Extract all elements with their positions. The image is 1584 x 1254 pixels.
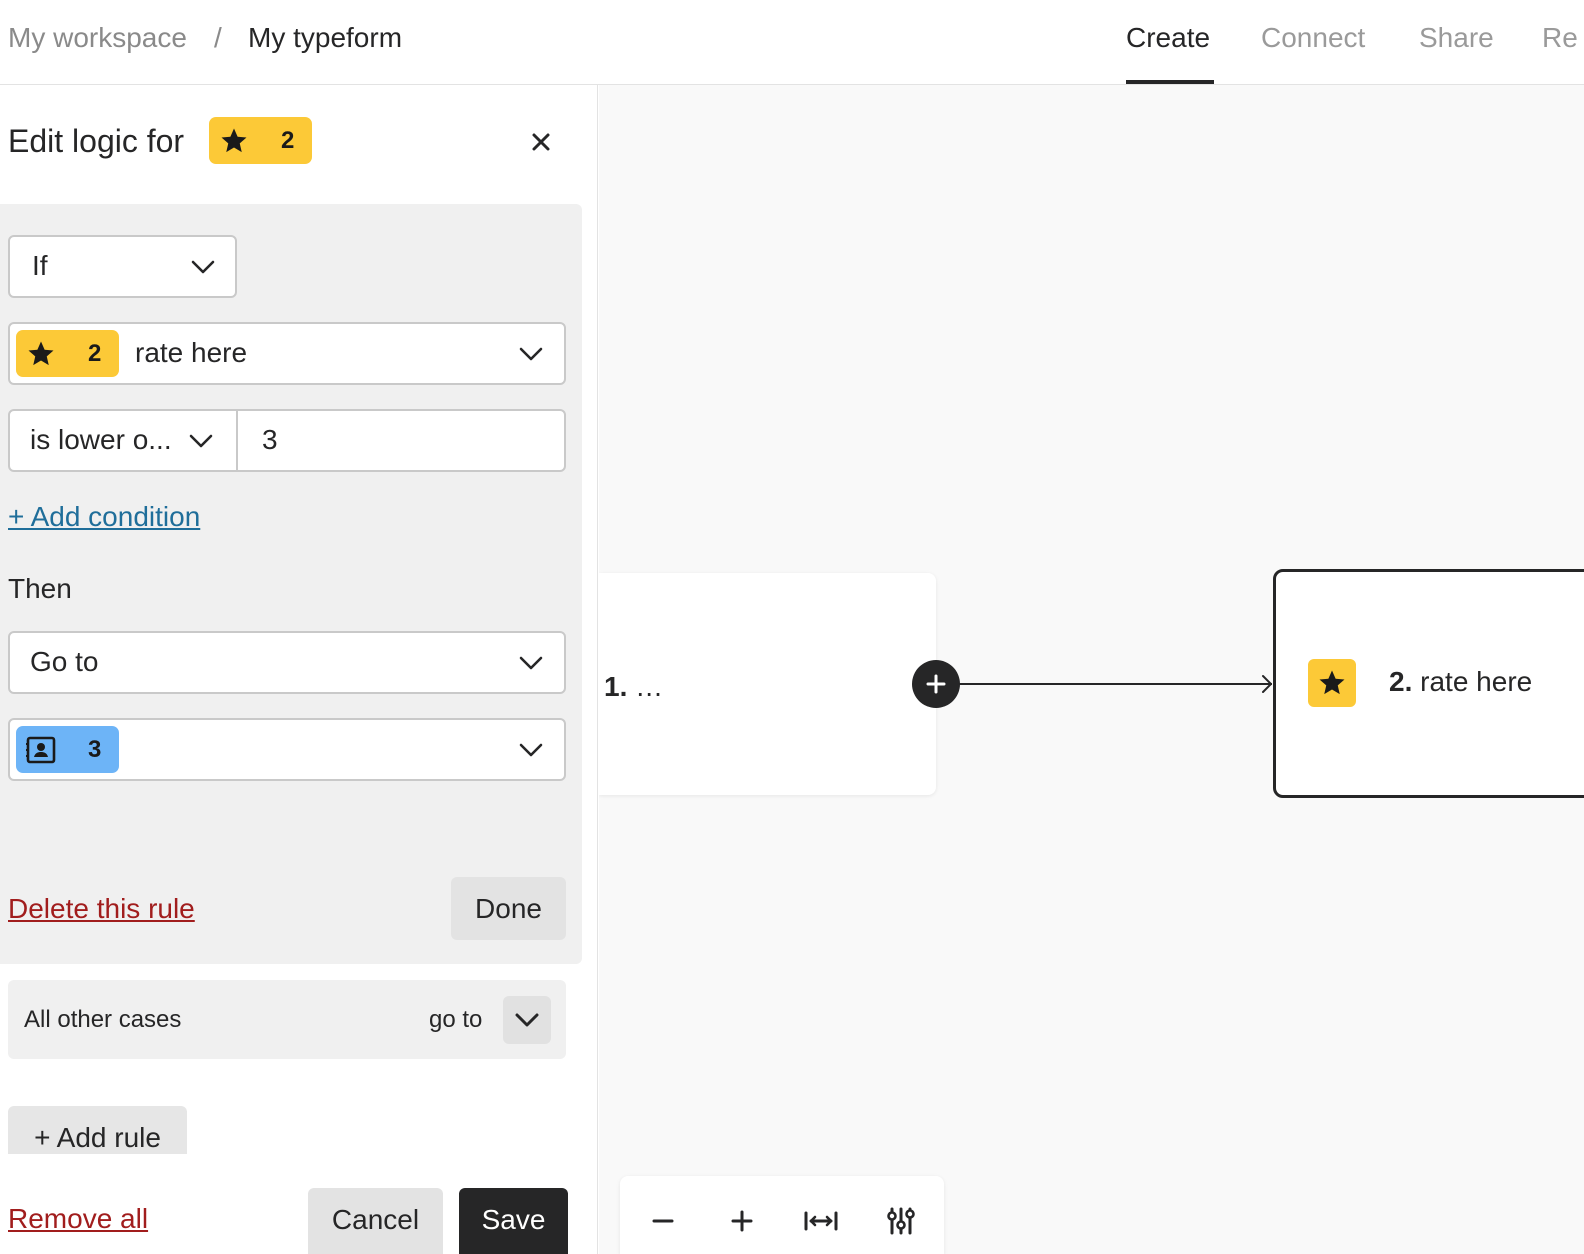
contact-card-icon	[16, 726, 66, 773]
question-node-1-label: 1. …	[604, 671, 664, 702]
operator-select-value: is lower o...	[30, 424, 172, 455]
breadcrumb-separator: /	[214, 22, 222, 53]
question-node-2-label: 2. rate here	[1389, 666, 1533, 697]
question-node-1[interactable]: 1. …	[599, 573, 936, 795]
if-select-value: If	[32, 250, 48, 281]
target-select-badge-number: 3	[88, 735, 102, 763]
fit-width-icon[interactable]	[801, 1206, 841, 1236]
question-select-label: rate here	[135, 337, 248, 368]
add-branch-button[interactable]	[912, 660, 960, 708]
active-tab-indicator	[1126, 80, 1214, 84]
question-select[interactable]: 2 rate here	[8, 322, 566, 385]
zoom-out-icon[interactable]	[643, 1206, 683, 1236]
question-node-2[interactable]: 2. rate here	[1273, 569, 1584, 798]
question-badge-number: 2	[281, 126, 295, 154]
panel-title: Edit logic for	[8, 123, 185, 159]
question-select-badge: 2	[16, 330, 119, 377]
star-icon	[16, 330, 66, 377]
action-select-value: Go to	[30, 646, 99, 677]
value-input[interactable]: 3	[236, 409, 566, 472]
delete-rule-link[interactable]: Delete this rule	[8, 893, 195, 924]
add-rule-button[interactable]: + Add rule	[8, 1106, 187, 1154]
go-to-label: go to	[429, 1006, 483, 1033]
tab-create[interactable]: Create	[1126, 22, 1211, 53]
target-select-badge: 3	[16, 726, 119, 773]
tab-results[interactable]: Re	[1542, 22, 1578, 53]
breadcrumb-workspace[interactable]: My workspace	[8, 22, 187, 53]
all-other-cases-row: All other cases go to	[8, 980, 566, 1059]
zoom-toolbar	[620, 1176, 944, 1254]
operator-select[interactable]: is lower o...	[8, 409, 239, 472]
question-badge: 2	[209, 117, 312, 164]
target-select[interactable]: 3	[8, 718, 566, 781]
cancel-button[interactable]: Cancel	[308, 1188, 443, 1254]
rule-editor: If 2 rate here is lower o... 3	[0, 204, 582, 964]
add-condition-link[interactable]: + Add condition	[8, 501, 201, 532]
chevron-down-icon	[519, 743, 543, 757]
top-header: My workspace / My typeform Create Connec…	[0, 0, 1584, 85]
all-other-cases-label: All other cases	[24, 1006, 182, 1033]
then-label: Then	[8, 573, 72, 604]
star-icon	[209, 117, 259, 164]
zoom-in-icon[interactable]	[722, 1206, 762, 1236]
done-button[interactable]: Done	[451, 877, 566, 940]
star-icon	[1308, 659, 1356, 707]
settings-sliders-icon[interactable]	[881, 1206, 921, 1236]
connector-arrow	[958, 675, 1272, 693]
chevron-down-icon	[189, 434, 213, 448]
chevron-down-icon	[519, 347, 543, 361]
value-input-text: 3	[262, 424, 278, 455]
tab-share[interactable]: Share	[1419, 22, 1494, 53]
chevron-down-icon	[191, 260, 215, 274]
other-cases-dropdown[interactable]	[503, 996, 551, 1044]
action-select[interactable]: Go to	[8, 631, 566, 694]
if-select[interactable]: If	[8, 235, 237, 298]
question-select-badge-number: 2	[88, 339, 102, 367]
save-button[interactable]: Save	[459, 1188, 568, 1254]
chevron-down-icon	[515, 1013, 539, 1027]
close-icon[interactable]	[528, 129, 554, 155]
logic-panel: Edit logic for 2 If 2 rate here	[0, 85, 598, 1254]
tab-connect[interactable]: Connect	[1261, 22, 1366, 53]
plus-icon	[926, 674, 946, 694]
breadcrumb-form-title[interactable]: My typeform	[248, 22, 403, 53]
chevron-down-icon	[519, 656, 543, 670]
remove-all-link[interactable]: Remove all	[8, 1203, 149, 1234]
logic-map-canvas[interactable]: 1. … 2. rate here	[599, 85, 1584, 1254]
